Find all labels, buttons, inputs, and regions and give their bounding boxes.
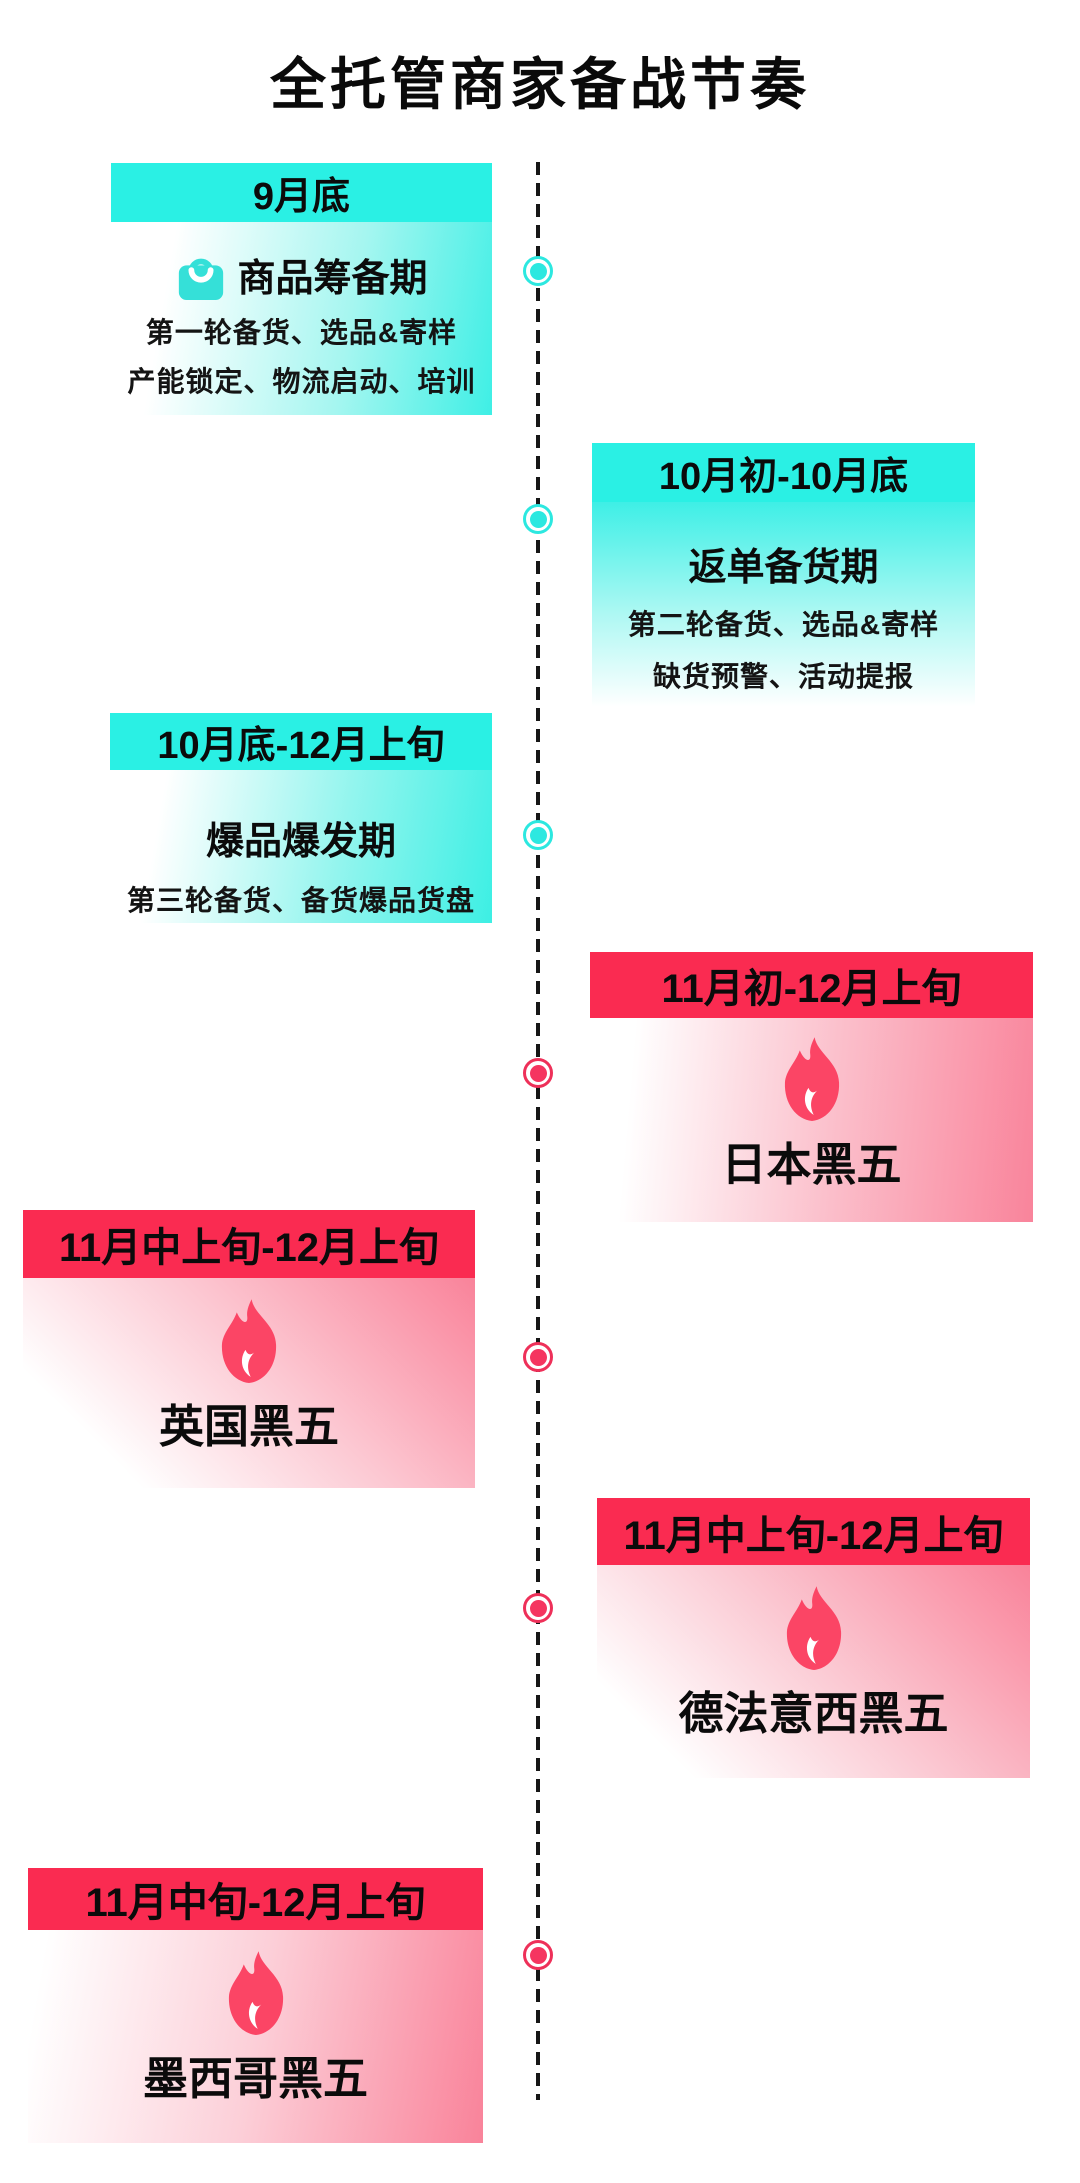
card-body: 商品筹备期 第一轮备货、选品&寄样 产能锁定、物流启动、培训 <box>111 222 492 415</box>
timeline-dashed-line <box>536 162 540 2100</box>
card-period-label: 10月初-10月底 <box>658 456 909 498</box>
card-body: 爆品爆发期 第三轮备货、备货爆品货盘 <box>110 770 492 923</box>
flame-icon <box>23 1294 475 1390</box>
card-period-label: 11月中旬-12月上旬 <box>85 1881 426 1925</box>
card-title: 商品筹备期 <box>237 257 428 300</box>
timeline-dot-2 <box>523 504 553 534</box>
card-period-header: 10月初-10月底 <box>592 443 975 502</box>
card-period-label: 11月中上旬-12月上旬 <box>58 1226 440 1270</box>
timeline-card-uk-black-friday: 11月中上旬-12月上旬 英国黑五 <box>23 1210 475 1488</box>
shopping-bag-icon <box>175 246 227 302</box>
timeline-dot-5 <box>523 1342 553 1372</box>
card-body: 日本黑五 <box>590 1018 1033 1222</box>
card-body: 墨西哥黑五 <box>28 1930 483 2143</box>
card-period-header: 11月中旬-12月上旬 <box>28 1868 483 1930</box>
card-period-header: 11月初-12月上旬 <box>590 952 1033 1018</box>
card-title: 德法意西黑五 <box>678 1688 949 1739</box>
flame-icon <box>597 1581 1030 1677</box>
card-period-header: 11月中上旬-12月上旬 <box>597 1498 1030 1565</box>
card-period-label: 10月底-12月上旬 <box>157 725 445 767</box>
timeline-card-japan-black-friday: 11月初-12月上旬 日本黑五 <box>590 952 1033 1222</box>
card-period-label: 9月底 <box>252 176 351 218</box>
timeline-dot-3 <box>523 820 553 850</box>
card-body: 英国黑五 <box>23 1278 475 1488</box>
card-line: 第三轮备货、备货爆品货盘 <box>126 885 475 916</box>
card-title: 爆品爆发期 <box>205 821 396 863</box>
card-title: 英国黑五 <box>158 1401 339 1452</box>
flame-icon <box>28 1946 483 2042</box>
card-line: 缺货预警、活动提报 <box>652 661 914 692</box>
page-title: 全托管商家备战节奏 <box>270 53 810 116</box>
card-body: 返单备货期 第二轮备货、选品&寄样 缺货预警、活动提报 <box>592 502 975 707</box>
timeline-card-goods-prep: 9月底 商品筹备期 第一轮备货、选品&寄样 产能锁定、物流启动、培训 <box>111 163 492 415</box>
card-period-header: 11月中上旬-12月上旬 <box>23 1210 475 1278</box>
timeline-dot-6 <box>523 1593 553 1623</box>
card-period-header: 9月底 <box>111 163 492 222</box>
card-period-label: 11月初-12月上旬 <box>661 967 962 1011</box>
card-title: 返单备货期 <box>688 547 879 589</box>
timeline-card-defr-black-friday: 11月中上旬-12月上旬 德法意西黑五 <box>597 1498 1030 1778</box>
card-period-header: 10月底-12月上旬 <box>110 713 492 770</box>
timeline-dot-7 <box>523 1940 553 1970</box>
timeline-dot-4 <box>523 1058 553 1088</box>
card-title: 日本黑五 <box>721 1139 902 1190</box>
card-line: 第一轮备货、选品&寄样 <box>145 317 458 348</box>
flame-icon <box>590 1032 1033 1128</box>
card-period-label: 11月中上旬-12月上旬 <box>623 1513 1004 1558</box>
timeline-card-mexico-black-friday: 11月中旬-12月上旬 墨西哥黑五 <box>28 1868 483 2143</box>
timeline-dot-1 <box>523 256 553 286</box>
card-title-row: 商品筹备期 <box>111 246 492 302</box>
timeline-card-reorder-stock: 10月初-10月底 返单备货期 第二轮备货、选品&寄样 缺货预警、活动提报 <box>592 443 975 707</box>
timeline-card-hot-item-burst: 10月底-12月上旬 爆品爆发期 第三轮备货、备货爆品货盘 <box>110 713 492 923</box>
card-body: 德法意西黑五 <box>597 1565 1030 1778</box>
card-title: 墨西哥黑五 <box>142 2053 368 2104</box>
card-line: 产能锁定、物流启动、培训 <box>127 366 476 397</box>
card-line: 第二轮备货、选品&寄样 <box>627 609 940 640</box>
